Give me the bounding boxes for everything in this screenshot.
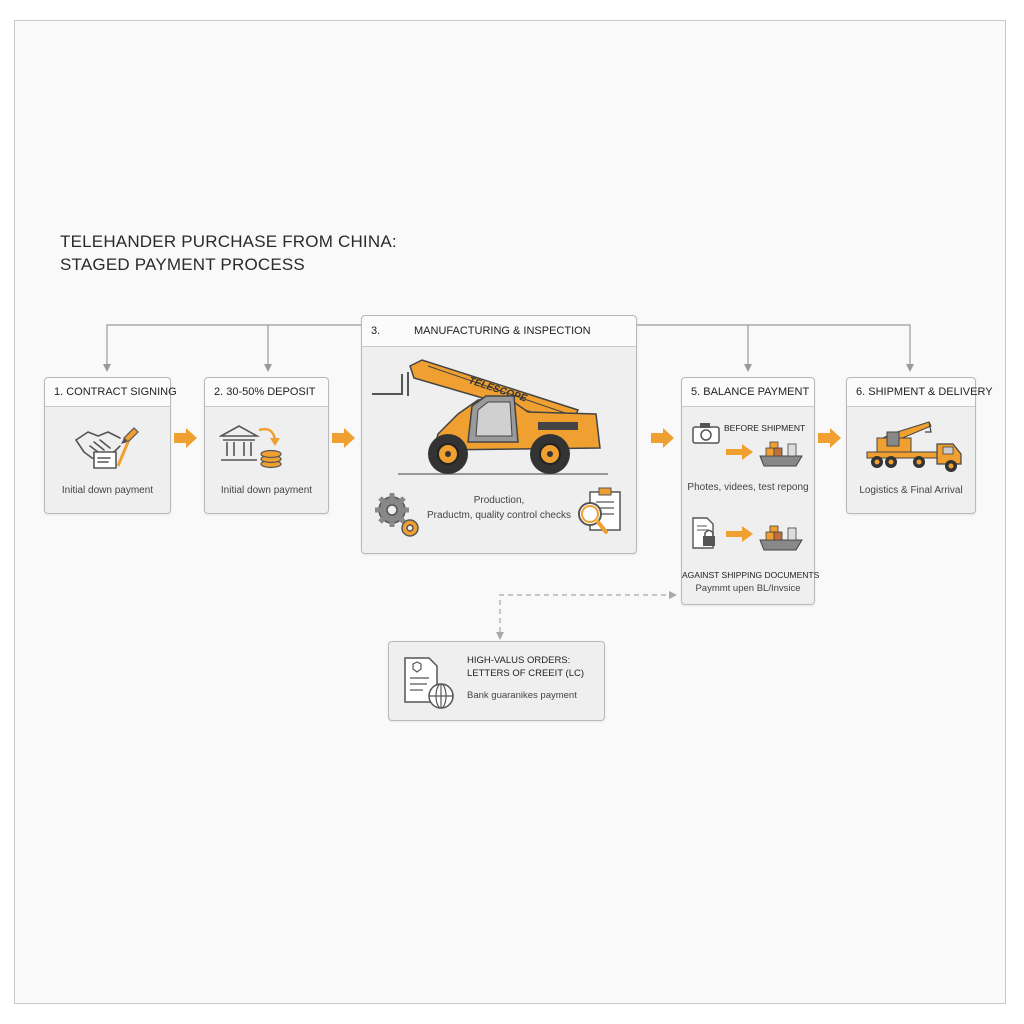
letters-of-credit-box: HIGH-VALUS ORDERS: LETTERS OF CREEIT (LC… bbox=[388, 641, 605, 721]
step-label: MANUFACTURING & INSPECTION bbox=[414, 325, 591, 337]
connector-arrowhead bbox=[744, 364, 752, 372]
gears-icon bbox=[375, 493, 419, 537]
flow-arrow-small bbox=[726, 526, 753, 542]
option-before-shipment-caption: Photes, videes, test repong bbox=[687, 482, 809, 493]
connector-top-right bbox=[637, 324, 911, 370]
step-deposit: 2. 30-50% DEPOSIT Initial down payment bbox=[204, 377, 329, 514]
camera-icon bbox=[692, 423, 720, 444]
lc-title-line-2: LETTERS OF CREEIT (LC) bbox=[467, 668, 585, 679]
title-line-2: STAGED PAYMENT PROCESS bbox=[60, 255, 305, 274]
flow-arrow-3 bbox=[651, 428, 674, 448]
truck-telehandler-icon bbox=[866, 421, 962, 472]
flow-arrow-1 bbox=[174, 428, 197, 448]
flow-arrow-4 bbox=[818, 428, 841, 448]
option-shipping-documents-caption: Paymmt upen BL/Invsice bbox=[695, 583, 801, 594]
step-caption-line-1: Production, bbox=[473, 495, 525, 506]
bank-document-globe-icon bbox=[404, 657, 454, 709]
step-caption: Initial down payment bbox=[220, 485, 313, 496]
flow-arrow-2 bbox=[332, 428, 355, 448]
step-label: 2. 30-50% DEPOSIT bbox=[205, 378, 328, 407]
connector-top-left bbox=[106, 324, 361, 370]
step-header: 3. MANUFACTURING & INSPECTION bbox=[362, 316, 636, 347]
step-caption: Logistics & Final Arrival bbox=[859, 485, 963, 496]
inspection-clipboard-icon bbox=[578, 487, 621, 534]
dashed-connector-lc bbox=[499, 594, 675, 635]
step-contract-signing: 1. CONTRACT SIGNING Initial down payment bbox=[44, 377, 177, 514]
option-shipping-documents-title: AGAINST SHIPPING DOCUMENTS bbox=[682, 570, 820, 580]
step-manufacturing-inspection: 3. MANUFACTURING & INSPECTION TELESCOPE bbox=[361, 315, 637, 554]
handshake-contract-icon bbox=[75, 427, 139, 469]
telehandler-icon: TELESCOPE bbox=[372, 359, 608, 475]
step-shipment-delivery: 6. SHIPMENT & DELIVERY Logistics & Final… bbox=[846, 377, 993, 514]
step-label: 1. CONTRACT SIGNING bbox=[45, 378, 177, 407]
step-balance-payment: 5. BALANCE PAYMENT BEFORE SHIPMENT Phote… bbox=[681, 377, 820, 605]
connector-arrowhead bbox=[103, 364, 111, 372]
connector-arrowhead bbox=[264, 364, 272, 372]
connector-arrowhead bbox=[669, 591, 677, 599]
step-caption-line-2: Praductm, quality control checks bbox=[427, 510, 571, 521]
lc-title-line-1: HIGH-VALUS ORDERS: bbox=[467, 655, 571, 666]
connector-arrowhead bbox=[906, 364, 914, 372]
flow-arrow-small bbox=[726, 444, 753, 460]
step-label: 5. BALANCE PAYMENT bbox=[682, 378, 814, 407]
cargo-ship-icon bbox=[759, 525, 803, 551]
step-number: 3. bbox=[371, 325, 381, 337]
locked-document-icon bbox=[692, 517, 715, 549]
bank-coins-icon bbox=[219, 425, 282, 469]
title-line-1: TELEHANDER PURCHASE FROM CHINA: bbox=[60, 232, 397, 251]
step-caption: Initial down payment bbox=[61, 485, 154, 496]
step-label: 6. SHIPMENT & DELIVERY bbox=[847, 378, 993, 407]
diagram-title: TELEHANDER PURCHASE FROM CHINA: STAGED P… bbox=[60, 230, 397, 276]
lc-caption: Bank guaranikes payment bbox=[467, 690, 577, 701]
cargo-ship-icon bbox=[759, 441, 803, 467]
option-before-shipment-title: BEFORE SHIPMENT bbox=[724, 423, 806, 433]
connector-arrowhead bbox=[496, 632, 504, 640]
